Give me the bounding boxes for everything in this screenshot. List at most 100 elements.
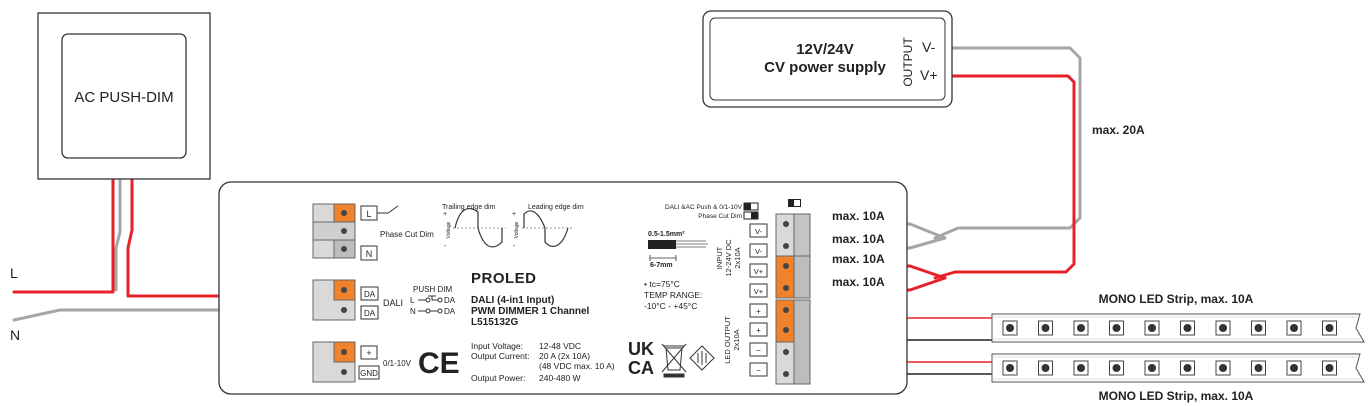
led-chip-dot [1077,324,1085,332]
push-dim-label: PUSH DIM [413,285,452,294]
led-strip-top [991,313,1365,343]
led-chip-dot [1041,324,1050,332]
compliance-diamond-icon [689,345,715,371]
push-da2-label: DA [444,307,456,316]
out-m1-label: − [756,346,761,355]
input-label-1: INPUT [715,246,724,269]
led-chip-dot [1325,364,1334,372]
out-m2-label: − [756,366,761,375]
term-da1-label: DA [364,290,376,299]
spec-output-power-label: Output Power: [471,373,525,383]
voltage-axis-2: Voltage [514,221,520,238]
led-chip-dot [1148,364,1156,372]
term-da2-label: DA [364,309,376,318]
wire-size-label: 0.5-1.5mm² [648,231,685,238]
max-10a-label-2: max. 10A [832,232,885,246]
max-10a-label-1: max. 10A [832,209,885,223]
spec-output-current-2: (48 VDC max. 10 A) [539,361,615,371]
ac-push-dim-switch: AC PUSH-DIM [37,12,211,180]
wire-switch-red [12,176,115,294]
push-da1-label: DA [444,296,456,305]
out-p2-label: + [756,326,761,335]
output-label-1: LED OUTPUT [723,316,732,364]
power-supply: 12V/24V CV power supply OUTPUT V- V+ [702,10,953,108]
spec-output-current-label: Output Current: [471,351,530,361]
terminal-block-mains [312,203,356,259]
switch-label: AC PUSH-DIM [74,89,173,106]
ukca-mark-bottom: CA [628,358,654,378]
ce-mark: CE [418,347,460,380]
led-chip-dot [1290,364,1298,372]
in-vp1-label: V+ [754,267,764,276]
spec-output-power: 240-480 W [539,373,581,383]
phase-cut-switch-symbol [377,205,399,214]
led-chip-dot [1112,364,1121,372]
psu-line2: CV power supply [764,59,886,76]
wire-psu-vminus-gray [933,46,1082,240]
led-chip-dot [1077,364,1085,372]
push-dim-symbol [418,295,442,312]
led-chip-dot [1183,364,1192,372]
voltage-minus-2: - [513,243,516,250]
voltage-minus-1: - [444,243,447,250]
trailing-edge-label: Trailing edge dim [442,204,496,211]
led-chip-dot [1290,324,1298,332]
led-strip-bottom [991,353,1365,383]
led-chip-dot [1041,364,1050,372]
wire-switch-gray [114,176,122,292]
spec-output-current: 20 A (2x 10A) [539,351,590,361]
in-vm1-label: V- [755,227,763,236]
led-chip-dot [1254,364,1263,372]
wire-insulation-icon [648,240,676,249]
mains-n-label: N [10,327,20,343]
input-label-2: 12-24V DC [724,239,733,277]
max-10a-label-4: max. 10A [832,275,885,289]
psu-output-label: OUTPUT [901,37,915,87]
terminal-block-output [775,299,811,385]
led-chip-dot [1219,364,1227,372]
out-p1-label: + [756,307,761,316]
spec-input-voltage-label: Input Voltage: [471,341,523,351]
psu-vplus: V+ [920,67,938,83]
leading-edge-label: Leading edge dim [528,204,584,211]
model-line2: PWM DIMMER 1 Channel [471,306,590,317]
led-chip-dot [1254,324,1263,332]
voltage-plus-1: + [443,211,447,218]
wire-conductor-icon [676,240,708,248]
model-line3: L515132G [471,317,518,328]
strip-top-label: MONO LED Strip, max. 10A [1099,292,1254,306]
led-chip-dot [1325,324,1334,332]
terminal-block-010v [312,341,356,383]
model-line1: DALI (4-in1 Input) [471,295,554,306]
temp-values: -10°C - +45°C [644,301,697,311]
switch-dali-label: DALI &AC Push & 0/1-10V [665,204,743,211]
max-20a-label: max. 20A [1092,123,1145,137]
wire-psu-vplus-red [933,74,1076,280]
led-chip-dot [1112,324,1121,332]
brand-logo: PROLED [471,270,537,287]
weee-bin-icon [661,343,687,378]
mains-l-label: L [10,265,18,281]
phase-cut-label: Phase Cut Dim [380,230,434,239]
led-chip-dot [1219,324,1227,332]
in-vm2-label: V- [755,247,763,256]
dimmer-unit: L N Phase Cut Dim DA DA DALI + GND 0/1-1… [218,181,908,395]
term-gnd-label: GND [360,369,378,378]
strip-length-arrow [649,255,677,261]
led-chip-dot [1183,324,1192,332]
dali-label: DALI [383,298,403,308]
ukca-mark-top: UK [628,339,654,359]
led-chip-dot [1006,364,1014,372]
tc-label: • tc=75°C [644,279,680,289]
led-chip-dot [1148,324,1156,332]
strip-length-label: 6-7mm [650,262,673,269]
push-l-label: L [410,296,415,305]
output-label-2: 2x10A [732,329,741,350]
term-n-label: N [366,249,373,259]
led-chip-dot [1006,324,1014,332]
voltage-axis-1: Voltage [446,221,452,238]
leading-edge-waveform [522,210,574,247]
zero-ten-label: 0/1-10V [383,359,412,368]
term-plus-label: + [366,348,371,358]
